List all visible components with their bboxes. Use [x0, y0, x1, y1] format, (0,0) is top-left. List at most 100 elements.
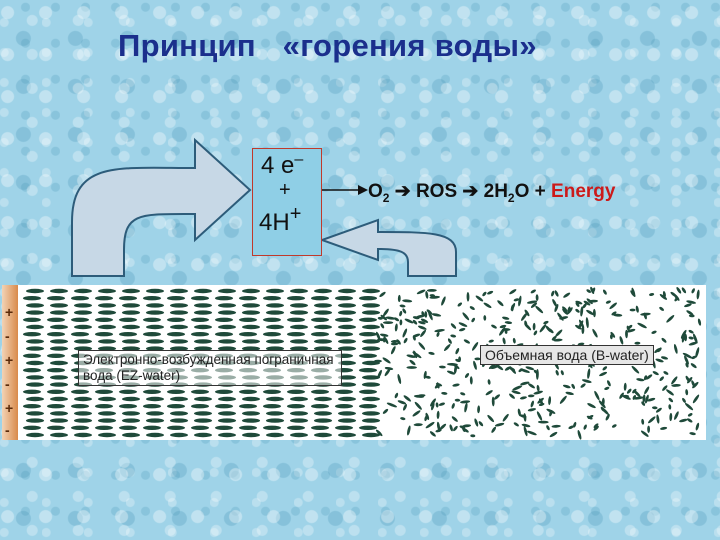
disordered-molecule — [648, 416, 656, 424]
ordered-molecule — [242, 411, 260, 416]
disordered-molecule — [562, 384, 571, 389]
ordered-molecule — [122, 346, 140, 351]
disordered-molecule — [382, 408, 389, 414]
disordered-molecule — [692, 333, 698, 344]
disordered-molecule — [412, 410, 421, 417]
ordered-molecule — [362, 324, 380, 330]
disordered-molecule — [469, 376, 473, 385]
ordered-molecule — [194, 346, 212, 351]
disordered-molecule — [449, 424, 453, 432]
disordered-molecule — [380, 314, 387, 321]
disordered-molecule — [416, 289, 426, 295]
ordered-molecule — [314, 303, 332, 308]
disordered-molecule — [536, 411, 543, 421]
ordered-molecule — [95, 332, 113, 337]
ordered-molecule — [95, 404, 113, 409]
disordered-molecule — [509, 367, 516, 372]
ordered-molecule — [314, 418, 332, 423]
disordered-molecule — [668, 397, 674, 403]
ordered-molecule — [122, 303, 140, 308]
ordered-molecule — [338, 418, 356, 423]
disordered-molecule — [632, 394, 636, 400]
disordered-molecule — [586, 289, 592, 293]
ordered-molecule — [338, 432, 356, 438]
ordered-molecule — [359, 404, 377, 409]
disordered-molecule — [414, 401, 422, 410]
ordered-molecule — [287, 332, 305, 337]
disordered-molecule — [582, 303, 587, 309]
disordered-molecule — [610, 331, 616, 338]
disordered-molecule — [403, 337, 408, 344]
disordered-molecule — [512, 337, 516, 344]
disordered-molecule — [382, 321, 394, 324]
reaction-arrow-head — [358, 185, 368, 195]
disordered-molecule — [447, 338, 452, 344]
ordered-molecule — [170, 324, 188, 330]
ordered-molecule — [338, 396, 356, 402]
ordered-molecule — [218, 396, 236, 402]
disordered-molecule — [602, 366, 608, 371]
disordered-molecule — [477, 405, 481, 414]
disordered-molecule — [504, 321, 513, 325]
disordered-molecule — [455, 358, 461, 363]
ordered-molecule — [122, 310, 140, 315]
disordered-molecule — [406, 366, 418, 369]
disordered-molecule — [668, 404, 672, 410]
ordered-molecule — [50, 396, 68, 402]
ordered-molecule — [23, 296, 41, 301]
disordered-molecule — [669, 412, 673, 422]
disordered-molecule — [382, 357, 391, 364]
disordered-molecule — [631, 287, 636, 297]
ordered-molecule — [74, 288, 92, 294]
ordered-molecule — [170, 346, 188, 351]
disordered-molecule — [499, 324, 507, 329]
disordered-molecule — [424, 311, 428, 318]
disordered-molecule — [528, 383, 535, 389]
disordered-molecule — [406, 354, 416, 358]
ordered-molecule — [338, 346, 356, 351]
ordered-molecule — [266, 324, 284, 330]
disordered-molecule — [583, 424, 587, 430]
ordered-molecule — [26, 346, 44, 351]
disordered-molecule — [463, 339, 471, 344]
disordered-molecule — [536, 384, 540, 392]
ordered-molecule — [218, 324, 236, 330]
ordered-molecule — [167, 317, 185, 322]
ordered-molecule — [95, 389, 113, 394]
ordered-molecule — [338, 310, 356, 315]
ordered-molecule — [290, 418, 308, 423]
disordered-molecule — [651, 330, 657, 334]
disordered-molecule — [604, 386, 610, 391]
ordered-molecule — [191, 296, 209, 301]
ordered-molecule — [335, 425, 353, 430]
disordered-molecule — [460, 400, 471, 404]
disordered-molecule — [429, 294, 435, 297]
ordered-molecule — [290, 339, 308, 344]
ordered-molecule — [146, 396, 164, 402]
ordered-molecule — [362, 375, 380, 380]
ordered-molecule — [26, 339, 44, 344]
ordered-molecule — [266, 432, 284, 438]
disordered-molecule — [464, 373, 470, 378]
ordered-molecule — [26, 432, 44, 438]
energy-label: Energy — [551, 181, 616, 202]
disordered-molecule — [430, 398, 436, 407]
ordered-molecule — [26, 310, 44, 315]
disordered-molecule — [578, 319, 585, 329]
disordered-molecule — [551, 335, 557, 341]
charge-mark: + — [5, 352, 14, 368]
disordered-molecule — [686, 300, 696, 304]
ordered-molecule — [314, 346, 332, 351]
ordered-molecule — [95, 425, 113, 430]
ordered-molecule — [146, 303, 164, 308]
reaction-equation: O2 ➔ ROS ➔ 2H2O + Energy — [368, 181, 616, 205]
ordered-molecule — [122, 324, 140, 330]
disordered-molecule — [382, 336, 386, 343]
ordered-molecule — [74, 346, 92, 351]
ordered-molecule — [359, 332, 377, 337]
ordered-molecule — [170, 339, 188, 344]
disordered-molecule — [538, 398, 544, 405]
disordered-molecule — [400, 417, 406, 421]
disordered-molecule — [488, 339, 494, 343]
disordered-molecule — [385, 316, 396, 320]
